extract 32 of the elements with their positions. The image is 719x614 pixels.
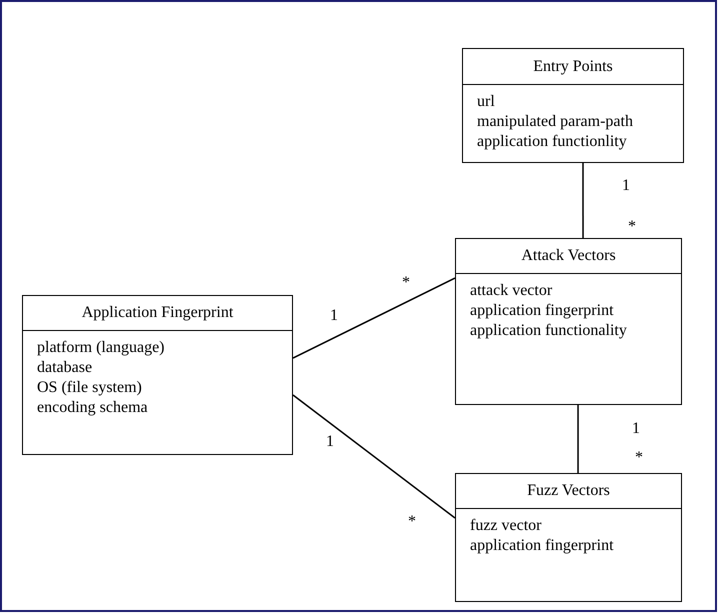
class-name: Attack Vectors (521, 246, 616, 266)
attribute-text: application functionality (470, 321, 627, 341)
class-box (462, 48, 684, 163)
association-line (292, 394, 456, 519)
attribute-text: fuzz vector (470, 516, 542, 536)
multiplicity-label: * (635, 449, 643, 467)
multiplicity-label: 1 (330, 307, 338, 325)
association-line (292, 277, 456, 359)
class-box (455, 473, 682, 602)
multiplicity-label: * (402, 274, 410, 292)
class-box (455, 238, 682, 405)
multiplicity-label: * (628, 218, 636, 236)
attribute-text: manipulated param-path (477, 112, 633, 132)
attribute-text: application functionlity (477, 132, 627, 152)
association-line (582, 163, 584, 238)
attribute-text: application fingerprint (470, 301, 614, 321)
attribute-text: application fingerprint (470, 536, 614, 556)
class-name: Fuzz Vectors (527, 481, 610, 501)
attribute-text: OS (file system) (37, 378, 142, 398)
multiplicity-label: 1 (326, 433, 334, 451)
attribute-text: platform (language) (37, 338, 164, 358)
attribute-text: attack vector (470, 281, 552, 301)
class-name: Entry Points (533, 56, 613, 76)
attribute-text: database (37, 358, 92, 378)
class-box (22, 295, 293, 455)
attribute-text: url (477, 92, 495, 112)
multiplicity-label: 1 (622, 177, 630, 195)
multiplicity-label: * (408, 513, 416, 531)
multiplicity-label: 1 (632, 420, 640, 438)
attribute-text: encoding schema (37, 398, 148, 418)
association-line (577, 405, 579, 473)
class-name: Application Fingerprint (82, 303, 234, 323)
